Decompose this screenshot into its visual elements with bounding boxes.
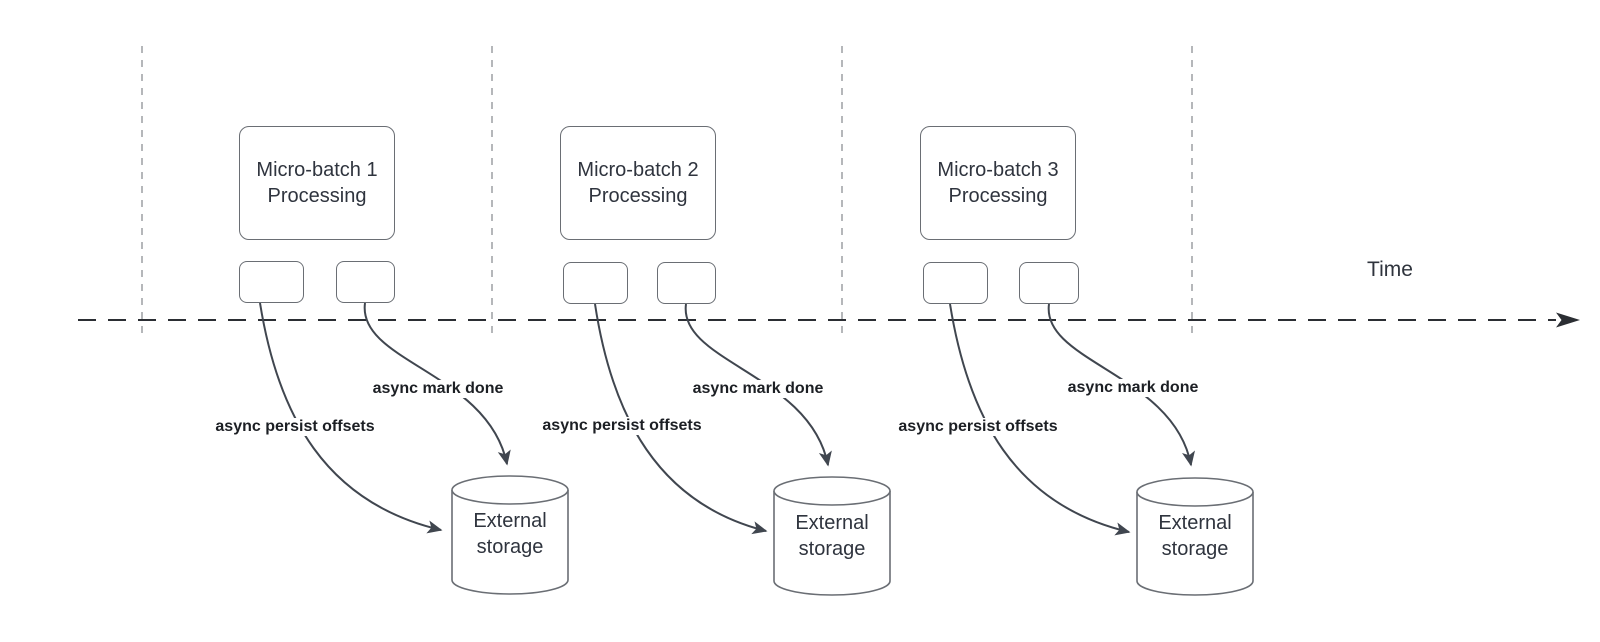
async-persist-offsets-label-1: async persist offsets bbox=[212, 418, 378, 436]
time-axis-label: Time bbox=[1367, 258, 1413, 281]
time-axis-arrowhead-icon bbox=[1556, 312, 1580, 328]
micro-batch-2-title-line1: Micro-batch 2 bbox=[577, 159, 699, 181]
micro-batch-2-processing-box: Micro-batch 2 Processing bbox=[560, 126, 716, 240]
micro-batch-2-title-line2: Processing bbox=[588, 185, 688, 207]
async-persist-offsets-label-2: async persist offsets bbox=[539, 417, 705, 435]
external-storage-label-2: External storage bbox=[795, 512, 869, 560]
async-mark-done-label-2: async mark done bbox=[689, 380, 827, 398]
async-mark-done-label-1: async mark done bbox=[369, 380, 507, 398]
async-persist-offsets-label-3: async persist offsets bbox=[895, 418, 1061, 436]
persist-offsets-arrow-2 bbox=[594, 303, 768, 535]
micro-batch-3-offsets-task-box bbox=[923, 262, 988, 304]
storage-cylinder-3 bbox=[1136, 477, 1254, 596]
micro-batch-3-title-line1: Micro-batch 3 bbox=[937, 159, 1059, 181]
storage-cylinder-2 bbox=[773, 476, 891, 596]
micro-batch-3-processing-box: Micro-batch 3 Processing bbox=[920, 126, 1076, 240]
mark-done-arrow-3 bbox=[1047, 303, 1195, 467]
async-mark-done-label-3: async mark done bbox=[1064, 379, 1202, 397]
persist-offsets-arrow-1 bbox=[259, 302, 443, 534]
persist-offsets-arrow-3 bbox=[949, 303, 1131, 536]
micro-batch-2-done-task-box bbox=[657, 262, 716, 304]
micro-batch-1-title-line1: Micro-batch 1 bbox=[256, 159, 378, 181]
micro-batch-3-title-line2: Processing bbox=[948, 185, 1048, 207]
micro-batch-1-processing-box: Micro-batch 1 Processing bbox=[239, 126, 395, 240]
micro-batch-1-title-line2: Processing bbox=[267, 185, 367, 207]
micro-batch-3-done-task-box bbox=[1019, 262, 1079, 304]
storage-cylinder-1 bbox=[451, 475, 569, 595]
mark-done-arrow-1 bbox=[363, 302, 511, 466]
micro-batch-1-done-task-box bbox=[336, 261, 395, 303]
micro-batch-2-offsets-task-box bbox=[563, 262, 628, 304]
external-storage-label-3: External storage bbox=[1158, 512, 1232, 560]
micro-batch-1-offsets-task-box bbox=[239, 261, 304, 303]
external-storage-label-1: External storage bbox=[473, 510, 547, 558]
mark-done-arrow-2 bbox=[684, 303, 832, 467]
